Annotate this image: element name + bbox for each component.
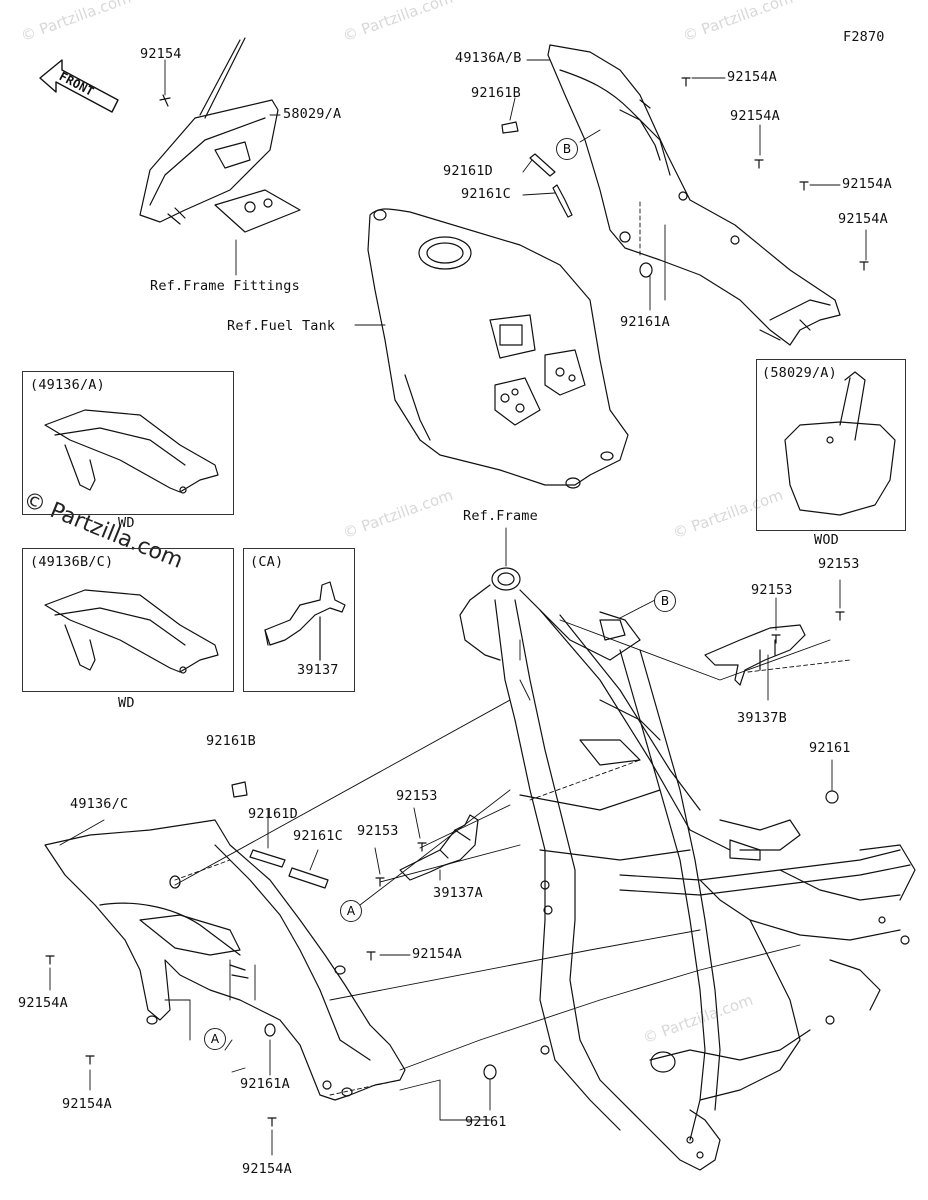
callout-92154a: 92154A bbox=[730, 108, 780, 124]
callout-39137b: 39137B bbox=[737, 710, 787, 726]
inset-wd2-caption: WD bbox=[118, 695, 135, 711]
callout-92161: 92161 bbox=[465, 1114, 507, 1130]
callout-92154a: 92154A bbox=[838, 211, 888, 227]
callout-92161c: 92161C bbox=[461, 186, 511, 202]
bolt-icons-top bbox=[639, 77, 869, 278]
marker-a: A bbox=[340, 900, 362, 922]
marker-b: B bbox=[654, 590, 676, 612]
inset-ca-header: (CA) bbox=[250, 554, 284, 570]
fuel-tank-drawing bbox=[367, 208, 629, 489]
callout-39137a: 39137A bbox=[433, 885, 483, 901]
strip-parts-top bbox=[501, 121, 573, 218]
inset-wod-caption: WOD bbox=[814, 532, 839, 548]
callout-ref-frame-fittings: Ref.Frame Fittings bbox=[150, 278, 300, 294]
frame-drawing bbox=[459, 567, 916, 1171]
inset-wd1-drawing bbox=[44, 409, 219, 494]
callout-92153: 92153 bbox=[818, 556, 860, 572]
callout-ref-frame: Ref.Frame bbox=[463, 508, 538, 524]
strip-parts-lower bbox=[231, 781, 839, 1080]
bracket-39137a-drawing bbox=[399, 814, 479, 881]
callout-92154a: 92154A bbox=[62, 1096, 112, 1112]
number-plate-drawing bbox=[139, 37, 301, 233]
callout-92161a: 92161A bbox=[620, 314, 670, 330]
marker-b: B bbox=[556, 138, 578, 160]
callout-92161b: 92161B bbox=[471, 85, 521, 101]
callout-92153: 92153 bbox=[751, 582, 793, 598]
inset-wod-box bbox=[756, 359, 906, 531]
inset-wod-header: (58029/A) bbox=[762, 365, 837, 381]
callout-58029a: 58029/A bbox=[283, 106, 342, 122]
callout-92154a: 92154A bbox=[18, 995, 68, 1011]
callout-92161d: 92161D bbox=[248, 806, 298, 822]
callout-92161a: 92161A bbox=[240, 1076, 290, 1092]
callout-92154a: 92154A bbox=[727, 69, 777, 85]
inset-wd1-caption: WD bbox=[118, 515, 135, 531]
front-arrow-icon bbox=[39, 59, 119, 113]
callout-92153: 92153 bbox=[357, 823, 399, 839]
callout-92161b: 92161B bbox=[206, 733, 256, 749]
inset-wd2-box bbox=[22, 548, 234, 692]
inset-wd2-header: (49136B/C) bbox=[30, 554, 114, 570]
callout-49136c: 49136/C bbox=[70, 796, 129, 812]
callout-92154a: 92154A bbox=[412, 946, 462, 962]
inset-wd2-drawing bbox=[44, 589, 219, 674]
bolt-icons-lower bbox=[45, 611, 845, 1127]
marker-a: A bbox=[204, 1028, 226, 1050]
inset-wod-drawing bbox=[784, 371, 896, 516]
callout-39137: 39137 bbox=[297, 662, 339, 678]
callout-49136ab: 49136A/B bbox=[455, 50, 522, 66]
callout-92161c: 92161C bbox=[293, 828, 343, 844]
callout-92154: 92154 bbox=[140, 46, 182, 62]
leader-lines-lower bbox=[49, 527, 841, 1156]
dashed-lines bbox=[174, 199, 851, 1096]
callout-92154a: 92154A bbox=[242, 1161, 292, 1177]
inset-ca-box bbox=[243, 548, 355, 692]
callout-92154a: 92154A bbox=[842, 176, 892, 192]
shroud-lower-drawing bbox=[44, 819, 406, 1101]
callout-92153: 92153 bbox=[396, 788, 438, 804]
callout-ref-fuel-tank: Ref.Fuel Tank bbox=[227, 318, 336, 334]
inset-ca-drawing bbox=[264, 581, 346, 661]
callout-92161d: 92161D bbox=[443, 163, 493, 179]
inset-wd1-header: (49136/A) bbox=[30, 377, 105, 393]
diagram-code: F2870 bbox=[843, 29, 885, 45]
shroud-top-drawing bbox=[547, 44, 841, 346]
inset-wd1-box bbox=[22, 371, 234, 515]
leader-lines-top bbox=[164, 59, 867, 326]
bracket-39137b-drawing bbox=[704, 624, 806, 686]
callout-92161: 92161 bbox=[809, 740, 851, 756]
